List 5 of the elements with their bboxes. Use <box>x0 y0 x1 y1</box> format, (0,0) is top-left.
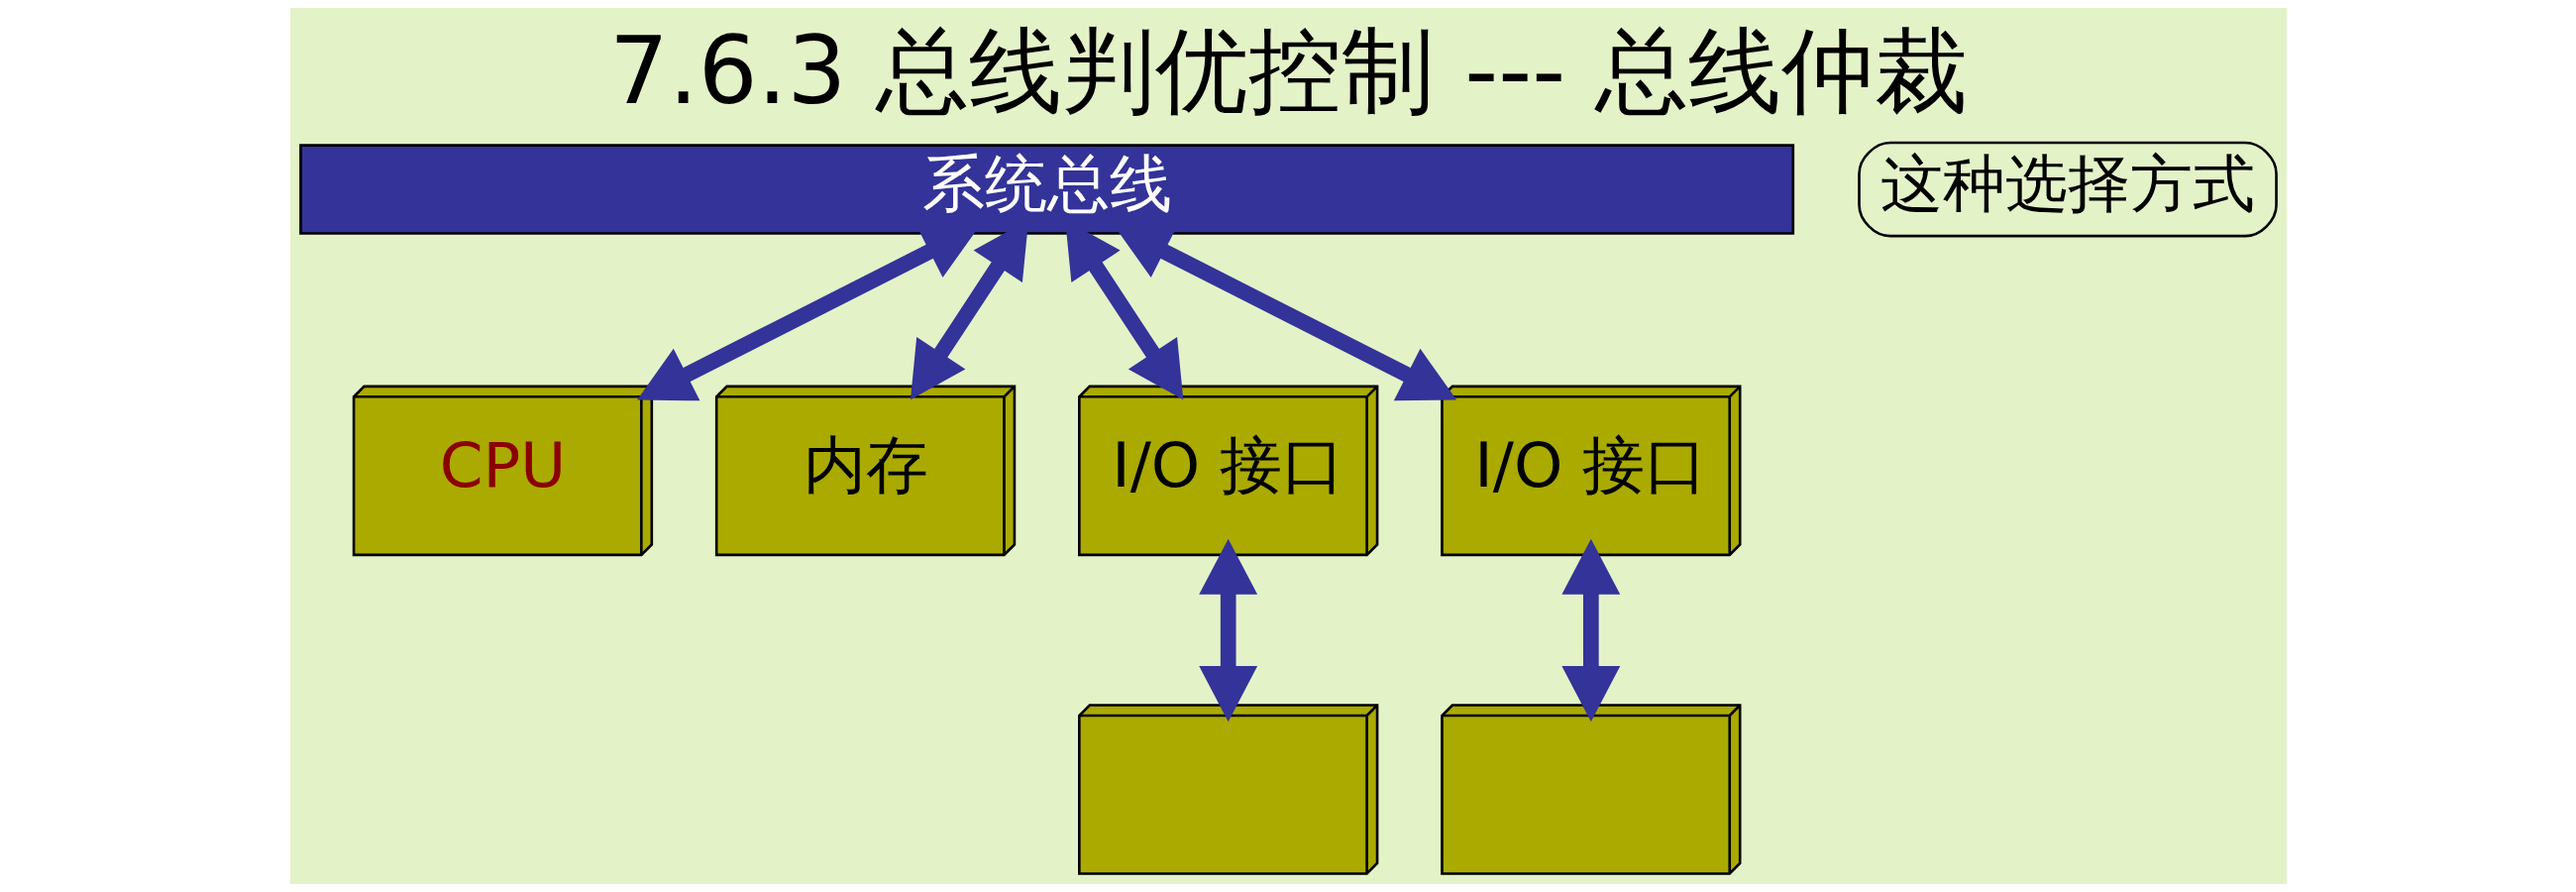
arrow <box>1198 538 1257 723</box>
node-box: 系统总线 <box>298 144 1794 235</box>
node-box: 这种选择方式 <box>1857 141 2278 238</box>
arrow <box>1560 538 1620 723</box>
diagram-title: 7.6.3 总线判优控制 --- 总线仲裁 <box>608 17 1968 126</box>
